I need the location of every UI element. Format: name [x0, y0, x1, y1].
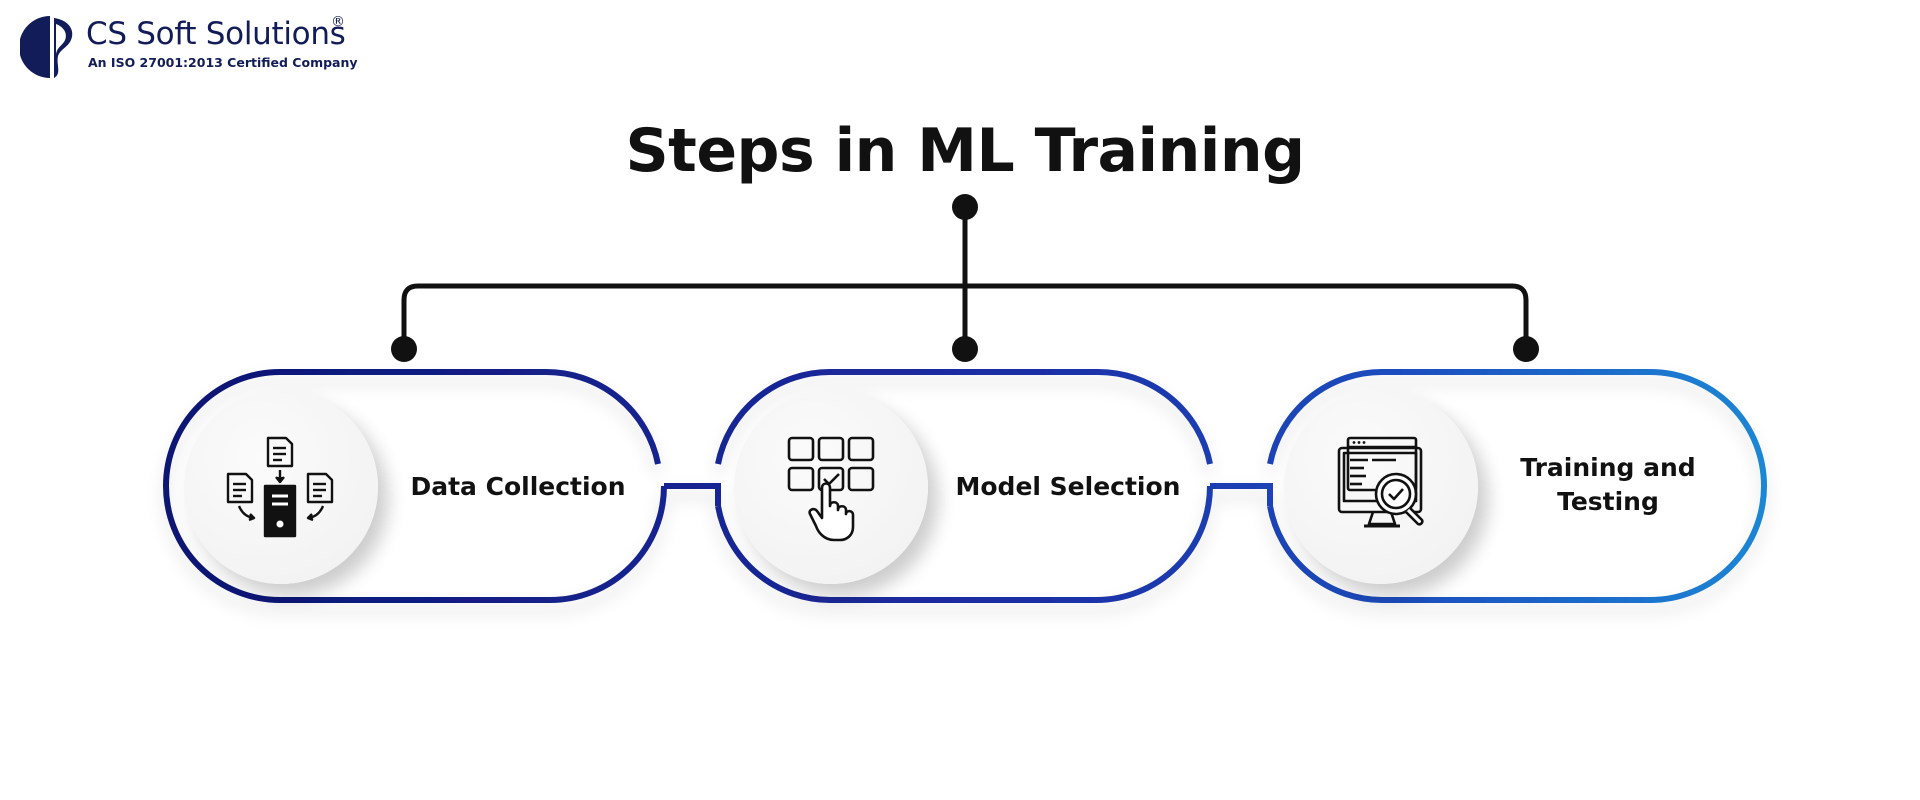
connector-node-1: [391, 336, 417, 362]
company-logo: CS Soft Solutions ® An ISO 27001:2013 Ce…: [20, 14, 360, 84]
step-label-model-selection: Model Selection: [955, 472, 1181, 501]
connector-node-3: [1513, 336, 1539, 362]
tree-connector: [401, 207, 1529, 349]
connector-node-top: [952, 194, 978, 220]
pill-outline-2: [715, 368, 1213, 604]
company-tagline: An ISO 27001:2013 Certified Company: [88, 55, 358, 70]
logo-mark-icon: [20, 16, 73, 78]
pill-outline-3: [1267, 368, 1767, 604]
step-label-training-and-testing: Training and Testing: [1520, 453, 1696, 516]
diagram-title: Steps in ML Training: [625, 116, 1305, 186]
step-icon-circle-3: [1284, 390, 1478, 584]
pill-link-1-2: [664, 483, 721, 506]
pill-outline-1: [163, 368, 667, 603]
registered-mark: ®: [331, 14, 345, 30]
step-icon-circle-2: [734, 390, 928, 584]
pill-link-2-3: [1210, 483, 1273, 506]
connector-node-2: [952, 336, 978, 362]
step-icon-circle-1: [184, 390, 378, 584]
grid-select-hand-icon: [787, 436, 875, 542]
data-collection-icon: [226, 436, 334, 538]
step-label-data-collection: Data Collection: [410, 472, 626, 501]
monitor-magnifier-check-icon: [1337, 436, 1424, 528]
company-name: CS Soft Solutions: [86, 16, 346, 52]
